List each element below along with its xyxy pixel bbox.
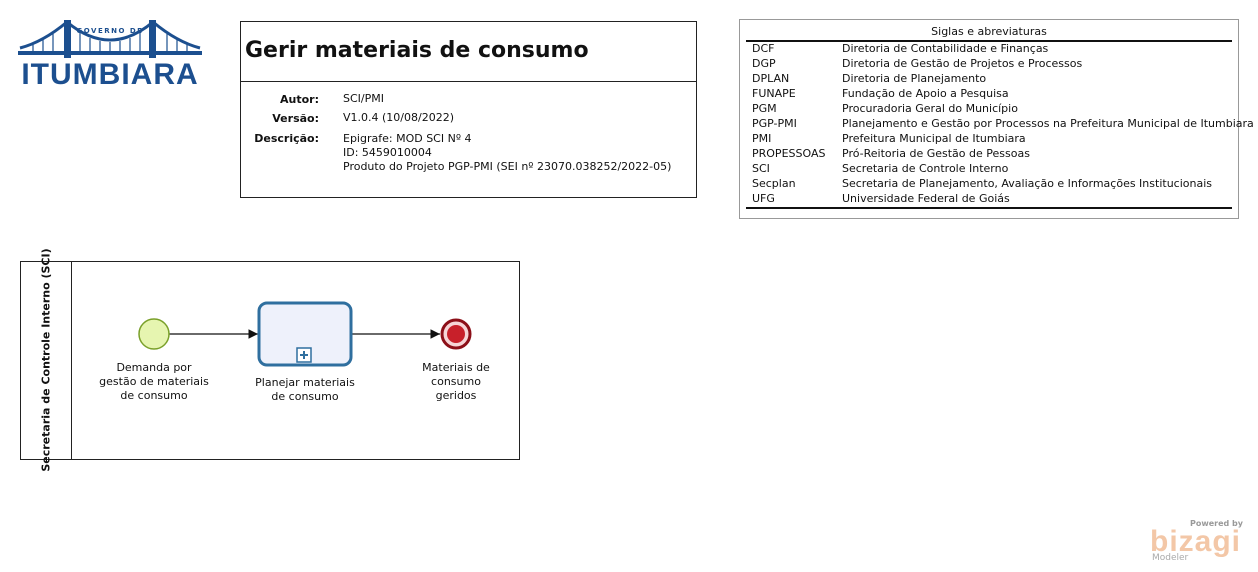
start-event-label: Demanda por gestão de materiais de consu… bbox=[92, 361, 216, 403]
end-event-label: Materiais de consumo geridos bbox=[410, 361, 502, 403]
author-label: Autor: bbox=[280, 93, 319, 106]
subprocess-label: Planejar materiais de consumo bbox=[245, 376, 365, 404]
acronym-value: Diretoria de Contabilidade e Finanças bbox=[842, 42, 1049, 55]
powered-by-text: Powered by bbox=[1190, 519, 1243, 528]
label-line: de consumo bbox=[120, 389, 188, 402]
logo-subtitle: GOVERNO DE bbox=[76, 27, 144, 35]
itumbiara-logo: GOVERNO DE ITUMBIARA bbox=[18, 18, 202, 94]
acronym-key: PROPESSOAS bbox=[752, 147, 826, 160]
acronym-value: Fundação de Apoio a Pesquisa bbox=[842, 87, 1009, 100]
end-event[interactable] bbox=[440, 318, 472, 350]
label-line: de consumo bbox=[271, 390, 339, 403]
acronyms-bottom-rule bbox=[746, 207, 1232, 209]
acronym-row: PROPESSOAS Pró-Reitoria de Gestão de Pess… bbox=[752, 146, 1030, 161]
process-pool[interactable]: Secretaria de Controle Interno (SCI) bbox=[20, 248, 520, 472]
subprocess-marker-icon bbox=[296, 347, 312, 363]
acronym-key: Secplan bbox=[752, 177, 796, 190]
acronym-value: Universidade Federal de Goiás bbox=[842, 192, 1010, 205]
lane-header[interactable]: Secretaria de Controle Interno (SCI) bbox=[21, 248, 72, 472]
version-value: V1.0.4 (10/08/2022) bbox=[343, 111, 454, 124]
acronym-key: PMI bbox=[752, 132, 772, 145]
acronym-value: Diretoria de Planejamento bbox=[842, 72, 987, 85]
acronym-value: Pró-Reitoria de Gestão de Pessoas bbox=[842, 147, 1030, 160]
process-header: Gerir materiais de consumo Autor: SCI/PM… bbox=[240, 21, 697, 198]
label-line: Demanda por bbox=[116, 361, 192, 374]
label-line: consumo bbox=[431, 375, 481, 388]
acronym-value: Planejamento e Gestão por Processos na P… bbox=[842, 117, 1254, 130]
acronym-key: DGP bbox=[752, 57, 776, 70]
acronym-key: DCF bbox=[752, 42, 775, 55]
acronym-row: UFG Universidade Federal de Goiás bbox=[752, 191, 1010, 206]
acronym-key: PGP-PMI bbox=[752, 117, 797, 130]
header-divider bbox=[241, 81, 696, 82]
acronym-row: SCI Secretaria de Controle Interno bbox=[752, 161, 1008, 176]
acronym-key: SCI bbox=[752, 162, 770, 175]
acronym-row: PMI Prefeitura Municipal de Itumbiara bbox=[752, 131, 1026, 146]
author-value: SCI/PMI bbox=[343, 92, 384, 105]
acronym-value: Diretoria de Gestão de Projetos e Proces… bbox=[842, 57, 1083, 70]
bizagi-logo: bizagi bbox=[1150, 525, 1242, 558]
logo-title: ITUMBIARA bbox=[21, 58, 199, 91]
acronym-row: FUNAPE Fundação de Apoio a Pesquisa bbox=[752, 86, 1009, 101]
description-label: Descrição: bbox=[254, 132, 319, 145]
acronym-value: Prefeitura Municipal de Itumbiara bbox=[842, 132, 1026, 145]
acronym-row: DPLAN Diretoria de Planejamento bbox=[752, 71, 986, 86]
label-line: geridos bbox=[435, 389, 477, 402]
acronyms-title: Siglas e abreviaturas bbox=[931, 25, 1047, 38]
label-line: Materiais de bbox=[422, 361, 490, 374]
subprocess-task[interactable] bbox=[257, 301, 353, 367]
acronym-key: PGM bbox=[752, 102, 777, 115]
label-line: Planejar materiais bbox=[255, 376, 355, 389]
description-line: Produto do Projeto PGP-PMI (SEI nº 23070… bbox=[343, 160, 672, 173]
label-line: gestão de materiais bbox=[99, 375, 209, 388]
acronym-key: UFG bbox=[752, 192, 775, 205]
acronym-row: PGP-PMI Planejamento e Gestão por Process… bbox=[752, 116, 1254, 131]
acronym-value: Secretaria de Planejamento, Avaliação e … bbox=[842, 177, 1212, 190]
acronym-row: PGM Procuradoria Geral do Município bbox=[752, 101, 1018, 116]
bridge-icon bbox=[18, 20, 202, 58]
acronym-row: Secplan Secretaria de Planejamento, Avali… bbox=[752, 176, 1212, 191]
description-line: Epigrafe: MOD SCI Nº 4 bbox=[343, 132, 472, 145]
acronym-value: Procuradoria Geral do Município bbox=[842, 102, 1018, 115]
acronyms-table: Siglas e abreviaturas DCF Diretoria de Co… bbox=[739, 19, 1254, 219]
process-title: Gerir materiais de consumo bbox=[245, 38, 589, 63]
acronym-row: DCF Diretoria de Contabilidade e Finanças bbox=[752, 41, 1048, 56]
acronym-key: DPLAN bbox=[752, 72, 790, 85]
acronym-key: FUNAPE bbox=[752, 87, 796, 100]
acronyms-top-rule bbox=[746, 40, 1232, 42]
start-event[interactable] bbox=[138, 318, 170, 350]
description-line: ID: 5459010004 bbox=[343, 146, 432, 159]
modeler-text: Modeler bbox=[1152, 553, 1189, 563]
version-label: Versão: bbox=[272, 112, 319, 125]
acronym-value: Secretaria de Controle Interno bbox=[842, 162, 1009, 175]
acronym-row: DGP Diretoria de Gestão de Projetos e Pro… bbox=[752, 56, 1082, 71]
